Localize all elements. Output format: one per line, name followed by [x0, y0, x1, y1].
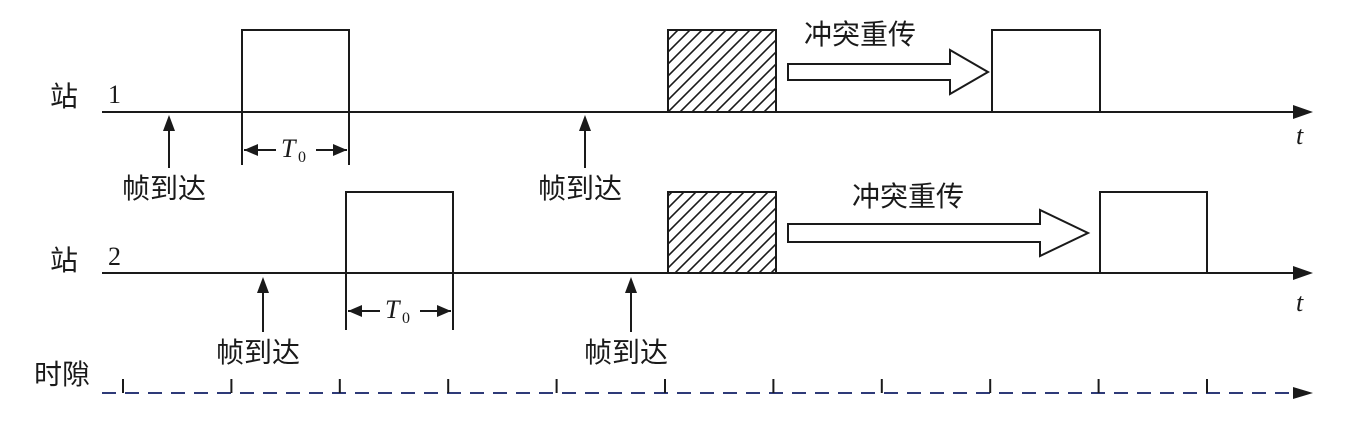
station-2-number: 2 — [108, 242, 121, 271]
right-arrow-icon — [787, 208, 1091, 258]
station-1-row: 站 1 t T 0 帧到达 帧到达 — [50, 18, 1313, 205]
station-1-axis-t-label: t — [1296, 121, 1304, 150]
station-2-t0-subscript: 0 — [402, 310, 410, 327]
station-2-collided-frame — [667, 191, 777, 274]
station-1-collision-retransmit-arrow: 冲突重传 — [787, 18, 990, 96]
right-arrow-icon — [787, 48, 990, 96]
time-slot-label: 时隙 — [34, 358, 90, 391]
station-1-frame-arrival-1: 帧到达 — [122, 115, 206, 205]
up-arrow-icon — [625, 277, 637, 293]
station-2-frame-arrival-2-label: 帧到达 — [584, 336, 668, 369]
time-slot-axis-arrowhead — [1293, 387, 1313, 399]
station-2-frame-arrival-2: 帧到达 — [584, 277, 668, 369]
station-2-label: 站 — [50, 244, 78, 277]
station-2-retransmitted-frame — [1099, 191, 1208, 274]
station-1-retransmitted-frame — [991, 29, 1101, 113]
station-1-frame-arrival-2: 帧到达 — [538, 115, 622, 205]
station-2-axis-t-label: t — [1296, 288, 1304, 317]
station-2-axis-arrowhead — [1293, 266, 1313, 280]
station-2-t0-symbol: T — [385, 295, 401, 324]
station-2-frame-arrival-1: 帧到达 — [216, 277, 300, 369]
station-1-label: 站 — [50, 80, 78, 113]
station-1-collision-retransmit-label: 冲突重传 — [804, 18, 916, 51]
up-arrow-icon — [579, 115, 591, 131]
up-arrow-icon — [257, 277, 269, 293]
station-1-frame-time-dimension: T 0 — [241, 112, 350, 166]
time-slot-boundaries — [122, 379, 1208, 393]
up-arrow-icon — [163, 115, 175, 131]
station-2-frame-time-dimension: T 0 — [345, 273, 454, 330]
station-2-collision-retransmit-label: 冲突重传 — [852, 180, 964, 213]
station-2-frame-arrival-1-label: 帧到达 — [216, 336, 300, 369]
station-1-number: 1 — [108, 80, 121, 109]
station-2-row: 站 2 t T 0 帧到达 帧到达 — [50, 180, 1313, 369]
station-1-frame-arrival-2-label: 帧到达 — [538, 172, 622, 205]
station-1-t0-symbol: T — [281, 134, 297, 163]
station-1-axis-arrowhead — [1293, 105, 1313, 119]
station-1-frame-1 — [241, 29, 350, 113]
station-1-t0-subscript: 0 — [298, 149, 306, 166]
station-2-collision-retransmit-arrow: 冲突重传 — [787, 180, 1091, 258]
station-1-frame-arrival-1-label: 帧到达 — [122, 172, 206, 205]
time-slot-row: 时隙 — [34, 358, 1313, 399]
station-1-collided-frame — [667, 29, 777, 113]
station-2-frame-1 — [345, 191, 454, 274]
